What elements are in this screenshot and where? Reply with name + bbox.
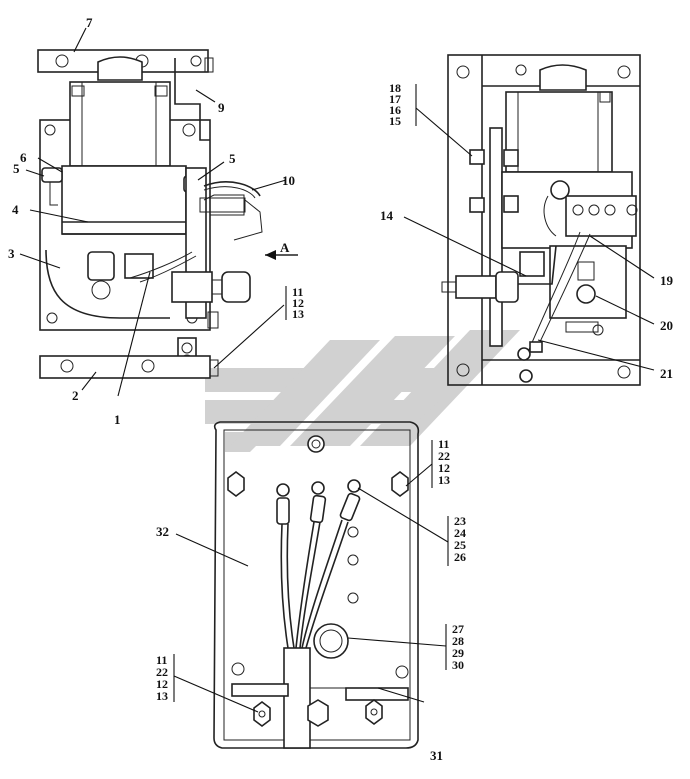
group-23-24-25-26: 23 24 25 26 [454,514,466,564]
svg-text:30: 30 [452,658,464,672]
relay-lower [549,245,627,319]
terminal-plate [565,195,637,237]
wire [518,245,557,285]
coil-body [69,81,171,167]
label-5-right: 5 [229,151,236,166]
group-11-12-13: 11 12 13 [292,285,304,321]
svg-text:26: 26 [454,550,466,564]
label-4: 4 [12,202,19,217]
cable-gland [87,251,115,281]
left-assembly-view [37,49,298,379]
svg-text:28: 28 [452,634,464,648]
svg-text:29: 29 [452,646,464,660]
svg-text:13: 13 [156,689,168,703]
mounting-panel [447,54,641,386]
terminal-block [171,271,213,303]
bottom-panel-view [213,421,420,749]
coil-cap [97,56,143,81]
label-2: 2 [72,388,79,403]
terminal-eyelet [347,479,361,493]
label-view-a: A [280,240,290,255]
svg-text:12: 12 [438,461,450,475]
label-6: 6 [20,150,27,165]
through-bolt [455,275,497,299]
panel-bolt [307,435,325,453]
terminal-lug [550,180,570,200]
hex-nut-right [391,471,409,497]
part-labels: 7 9 6 5 5 10 4 3 A 2 1 14 19 20 21 32 31 [8,15,674,763]
right-assembly-view [441,54,641,386]
ring-terminal [517,347,531,361]
terminal-eyelet [311,481,325,495]
svg-text:23: 23 [454,514,466,528]
label-31: 31 [430,748,443,763]
svg-text:11: 11 [156,653,167,667]
side-plate [174,58,210,141]
label-20: 20 [660,318,673,333]
connector [124,253,154,279]
bolt-hole [182,123,196,137]
leader-lines [19,27,655,713]
svg-text:25: 25 [454,538,466,552]
bolt-hole [55,54,69,68]
wire [280,523,289,649]
label-32: 32 [156,524,169,539]
hex-nut-left [227,471,245,497]
svg-text:13: 13 [438,473,450,487]
label-10: 10 [282,173,295,188]
terminal-nut [221,271,251,303]
label-3: 3 [8,246,15,261]
svg-text:18: 18 [389,81,401,95]
label-9: 9 [218,100,225,115]
group-11-22-12-13-right: 11 22 12 13 [438,437,450,487]
terminal-eyelet [276,483,290,497]
relay-housing [61,165,187,235]
svg-text:22: 22 [438,449,450,463]
bolt-hole [190,55,202,67]
bracket-strip [231,683,289,697]
svg-text:15: 15 [389,114,401,128]
label-19: 19 [660,273,674,288]
bolt-hole [44,124,56,136]
coil-body-right [505,91,613,173]
svg-text:11: 11 [438,437,449,451]
label-5-left: 5 [13,161,20,176]
svg-text:11: 11 [292,285,303,299]
nut [204,57,214,73]
svg-text:24: 24 [454,526,466,540]
label-7: 7 [86,15,93,30]
wire-harness [203,181,261,197]
label-1: 1 [114,412,121,427]
group-11-22-12-13-left: 11 22 12 13 [156,653,168,703]
coil-cap-right [539,64,587,91]
cable-sleeve [283,647,311,749]
svg-text:16: 16 [389,103,401,117]
svg-text:17: 17 [389,92,401,106]
group-27-28-29-30: 27 28 29 30 [452,622,464,672]
group-18-17-16-15: 18 17 16 15 [389,81,401,128]
hex-nut [253,701,271,727]
bolt-hole [46,312,58,324]
cover-panel [213,421,420,749]
watermark-logo [205,330,520,452]
grommet [313,623,349,659]
insulator-strip [489,127,503,347]
svg-text:27: 27 [452,622,464,636]
terminal-20 [576,284,596,304]
svg-text:13: 13 [292,307,304,321]
label-14: 14 [380,208,394,223]
label-21: 21 [660,366,673,381]
svg-text:12: 12 [156,677,168,691]
svg-text:12: 12 [292,296,304,310]
svg-text:22: 22 [156,665,168,679]
